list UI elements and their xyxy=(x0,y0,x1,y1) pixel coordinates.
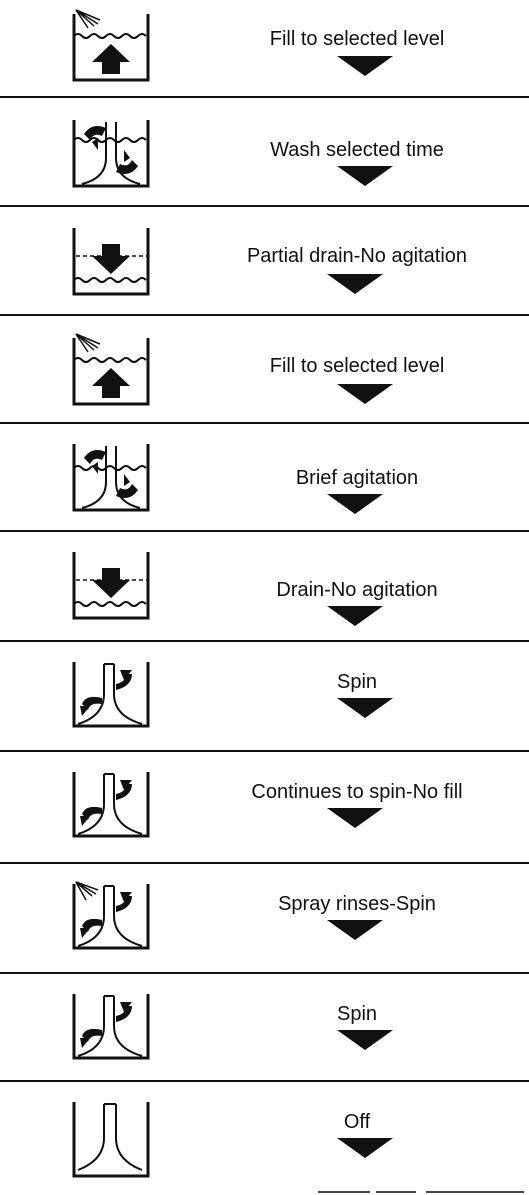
arrow-down-icon xyxy=(337,56,393,76)
cycle-step: Fill to selected level xyxy=(0,0,529,100)
cycle-step: Spin xyxy=(0,980,529,1080)
step-label: Partial drain-No agitation xyxy=(246,245,468,267)
arrow-down-icon xyxy=(337,166,393,186)
divider xyxy=(0,422,529,424)
cycle-step: Wash selected time xyxy=(0,108,529,208)
footer-rule xyxy=(376,1191,416,1193)
divider xyxy=(0,96,529,98)
cycle-step: Brief agitation xyxy=(0,432,529,532)
footer-rule xyxy=(318,1191,370,1193)
step-label: Spin xyxy=(336,671,378,693)
cycle-step: Spin xyxy=(0,648,529,748)
divider xyxy=(0,750,529,752)
step-label: Off xyxy=(343,1111,371,1133)
cycle-step: Drain-No agitation xyxy=(0,540,529,640)
cycle-step: Off xyxy=(0,1088,529,1188)
arrow-down-icon xyxy=(337,1138,393,1158)
arrow-down-icon xyxy=(337,1030,393,1050)
agitator-wash-icon xyxy=(72,444,150,512)
fill-icon xyxy=(72,9,150,82)
arrow-down-icon xyxy=(327,920,383,940)
arrow-down-icon xyxy=(337,384,393,404)
arrow-down-icon xyxy=(327,606,383,626)
step-label: Spin xyxy=(336,1003,378,1025)
spray-spin-icon xyxy=(72,881,150,950)
fill-icon xyxy=(72,333,150,406)
cycle-step: Spray rinses-Spin xyxy=(0,870,529,970)
divider xyxy=(0,530,529,532)
footer-rule xyxy=(426,1191,524,1193)
step-label: Wash selected time xyxy=(270,139,444,161)
step-label: Fill to selected level xyxy=(269,28,445,50)
off-agitator-icon xyxy=(72,1102,150,1178)
divider xyxy=(0,862,529,864)
cycle-step: Continues to spin-No fill xyxy=(0,758,529,858)
step-label: Drain-No agitation xyxy=(276,579,438,601)
step-label: Brief agitation xyxy=(295,467,419,489)
spin-icon xyxy=(72,994,150,1060)
step-label: Continues to spin-No fill xyxy=(251,781,463,803)
step-label: Spray rinses-Spin xyxy=(278,893,436,915)
drain-icon xyxy=(72,552,150,620)
arrow-down-icon xyxy=(327,274,383,294)
arrow-down-icon xyxy=(327,494,383,514)
arrow-down-icon xyxy=(327,808,383,828)
cycle-step: Partial drain-No agitation xyxy=(0,216,529,316)
spin-icon xyxy=(72,662,150,728)
agitator-wash-icon xyxy=(72,120,150,188)
divider xyxy=(0,640,529,642)
divider xyxy=(0,972,529,974)
divider xyxy=(0,314,529,316)
arrow-down-icon xyxy=(337,698,393,718)
divider xyxy=(0,205,529,207)
cycle-step: Fill to selected level xyxy=(0,324,529,424)
drain-icon xyxy=(72,228,150,296)
divider xyxy=(0,1080,529,1082)
spin-icon xyxy=(72,772,150,838)
step-label: Fill to selected level xyxy=(269,355,445,377)
